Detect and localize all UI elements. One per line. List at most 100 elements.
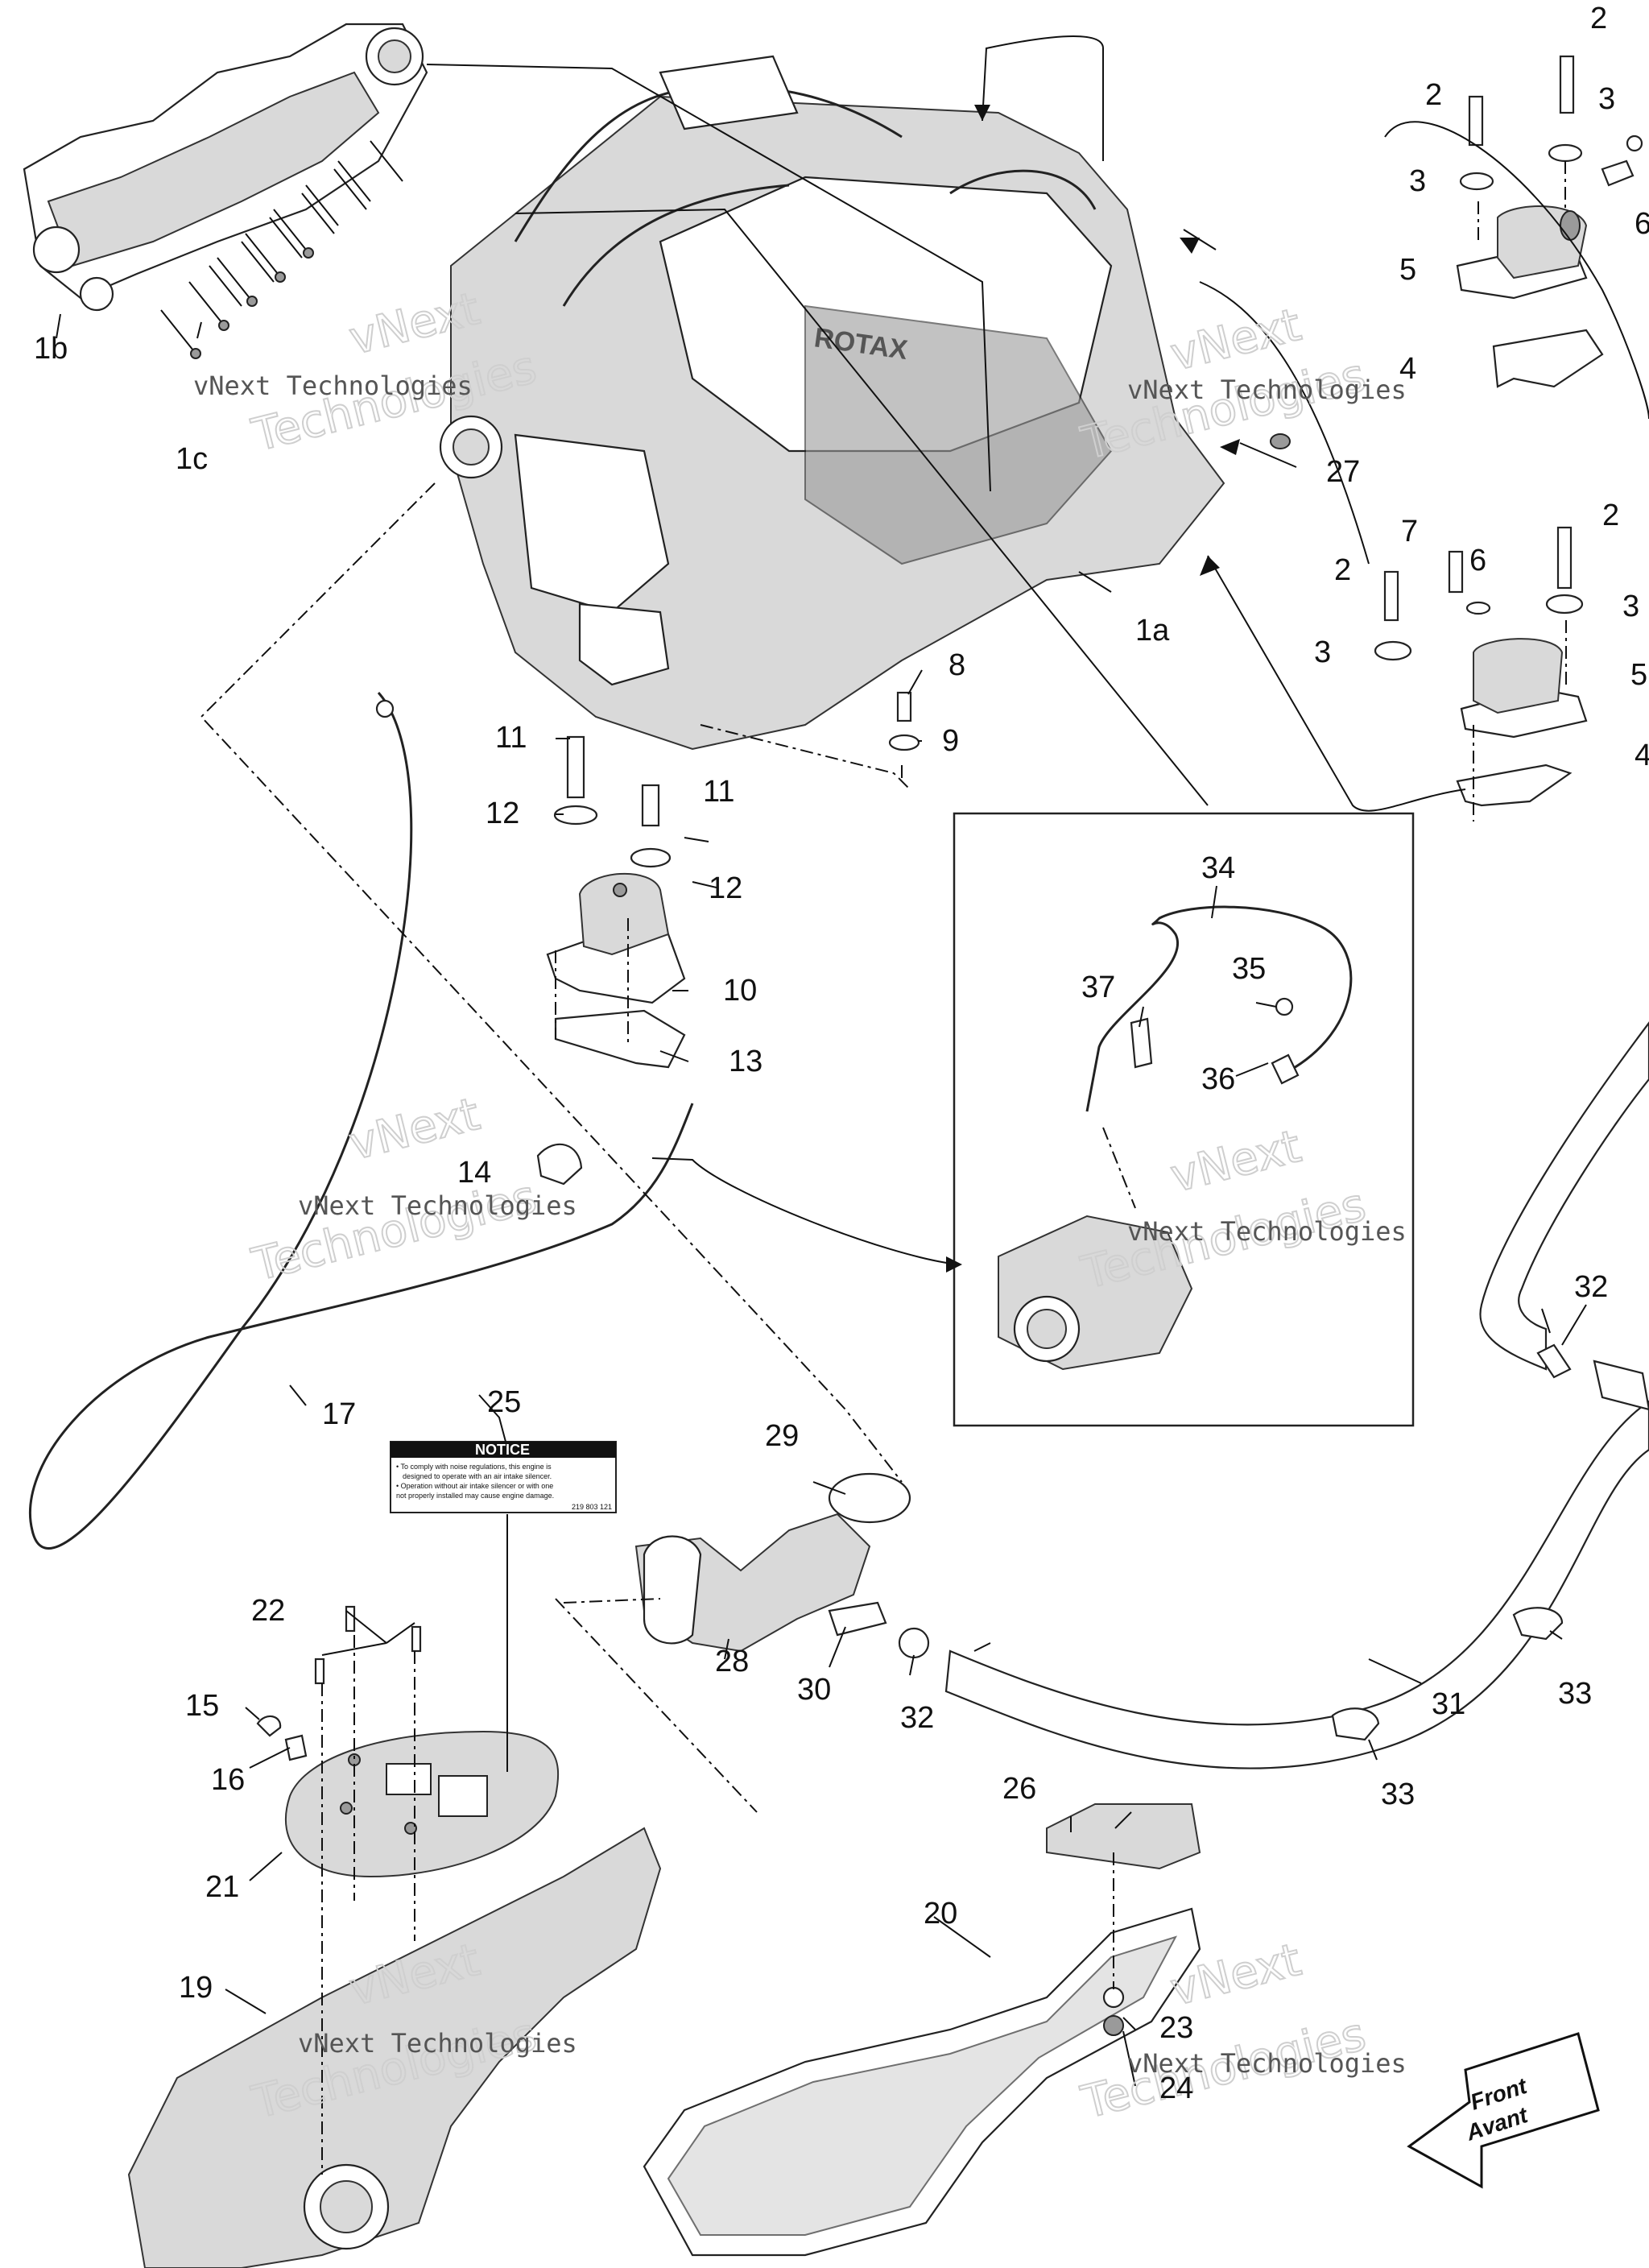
callout-27: 27	[1326, 455, 1360, 489]
leader-lines	[56, 35, 1649, 2087]
drain-hose-31	[944, 1400, 1649, 1769]
engine-mount-upper-right	[1456, 55, 1643, 388]
callout-4-mid: 4	[1635, 739, 1649, 772]
callout-2-upper-left: 2	[1425, 78, 1442, 112]
callout-2-mid-left: 2	[1334, 553, 1351, 587]
connector-32-upper	[1536, 1343, 1572, 1379]
callout-20: 20	[924, 1897, 957, 1931]
watermark-text-mid-left: vNext Technologies	[298, 1190, 577, 1221]
callout-30: 30	[797, 1673, 831, 1707]
callout-25: 25	[487, 1385, 521, 1419]
callout-28: 28	[715, 1645, 749, 1678]
intake-manifold	[23, 23, 428, 312]
cable-clip-14	[536, 1143, 583, 1186]
inset-throttle-body-detail	[953, 812, 1415, 1427]
grommet-23	[1102, 1986, 1125, 2009]
engine-assembly: ROTAX	[439, 55, 1225, 751]
direction-arrows	[946, 105, 1240, 1273]
screw-22-left	[314, 1658, 325, 1685]
callout-21: 21	[205, 1870, 239, 1904]
callout-3-upper-right: 3	[1598, 82, 1615, 116]
screw-22-right	[411, 1625, 422, 1653]
callout-13: 13	[729, 1045, 763, 1078]
notice-part-code: 219 803 121	[572, 1503, 612, 1511]
watermark-text-bottom-left: vNext Technologies	[298, 2028, 577, 2059]
watermark-big-mid-left-2: Technologies	[247, 1170, 542, 1291]
clip-15	[256, 1715, 282, 1737]
callout-5-upper: 5	[1399, 253, 1416, 287]
notice-line-1: • To comply with noise regulations, this…	[396, 1463, 552, 1471]
cover-plate-26	[1046, 1803, 1201, 1870]
callout-12-left: 12	[486, 797, 519, 830]
callout-36: 36	[1201, 1062, 1235, 1096]
callout-16: 16	[211, 1763, 245, 1797]
throttle-cable	[29, 691, 694, 1550]
watermark-text-top-left: vNext Technologies	[193, 370, 473, 401]
callout-1b: 1b	[34, 332, 68, 366]
notice-line-2: designed to operate with an air intake s…	[403, 1472, 552, 1480]
callout-35: 35	[1232, 952, 1266, 986]
callout-4-upper: 4	[1399, 352, 1416, 386]
callout-8: 8	[948, 648, 965, 682]
drain-hose-31-upper	[1479, 1021, 1649, 1371]
callout-19: 19	[179, 1971, 213, 2005]
callout-31: 31	[1432, 1687, 1465, 1721]
manifold-bolts	[160, 140, 403, 359]
watermark-text-mid-right: vNext Technologies	[1127, 1216, 1407, 1247]
callout-9: 9	[942, 724, 959, 758]
callout-1c: 1c	[176, 442, 208, 476]
callout-32-upper: 32	[1574, 1270, 1608, 1304]
callout-33-left: 33	[1381, 1778, 1415, 1811]
callout-7: 7	[1401, 515, 1418, 548]
callout-labels: 1a 1b 1c 2 2 2 2 3 3 3 3 4 4 5 5 6 6 7 8…	[34, 2, 1649, 2105]
callout-26: 26	[1002, 1772, 1036, 1806]
callout-11-right: 11	[703, 775, 734, 809]
notice-title: NOTICE	[475, 1442, 530, 1458]
front-direction-arrow: Front Avant	[1407, 2032, 1600, 2189]
callout-37: 37	[1081, 971, 1115, 1004]
washer-9	[888, 734, 920, 751]
air-intake-hose	[634, 1472, 911, 1653]
grommet-24	[1103, 2015, 1124, 2036]
callout-5-mid: 5	[1630, 658, 1647, 692]
silencer-cover	[285, 1730, 560, 1878]
callout-2-top: 2	[1590, 2, 1607, 35]
callout-14: 14	[457, 1156, 491, 1190]
callout-32-lower: 32	[900, 1701, 934, 1735]
callout-3-upper-left: 3	[1409, 164, 1426, 198]
callout-6-upper: 6	[1635, 207, 1649, 241]
callout-34: 34	[1201, 851, 1235, 885]
callout-24: 24	[1159, 2071, 1193, 2105]
engine-mount-lower-left	[546, 735, 686, 1069]
fitting-30	[828, 1601, 887, 1637]
clip-33-left	[1331, 1707, 1380, 1741]
notice-line-4: not properly installed may cause engine …	[396, 1492, 554, 1500]
callout-3-mid-left: 3	[1314, 635, 1331, 669]
callout-11-left: 11	[495, 721, 527, 755]
callout-10: 10	[723, 974, 757, 1008]
callout-6-mid: 6	[1469, 544, 1486, 577]
grommet-16	[284, 1734, 308, 1761]
callout-12-right: 12	[709, 871, 742, 905]
callout-33-right: 33	[1558, 1677, 1592, 1711]
clip-27	[1270, 433, 1291, 449]
air-silencer-body	[127, 1827, 662, 2268]
watermark-text-top-right: vNext Technologies	[1127, 375, 1407, 405]
silencer-base	[643, 1907, 1201, 2257]
hose-clamp-29	[828, 1472, 911, 1524]
callout-23: 23	[1159, 2011, 1193, 2045]
hose-clamp-32-lower	[898, 1627, 930, 1659]
notice-label: NOTICE • To comply with noise regulation…	[390, 1441, 617, 1513]
bolt-8	[896, 691, 912, 722]
engine-mount-mid-right	[1374, 526, 1588, 807]
callout-15: 15	[185, 1689, 219, 1723]
watermark-text-bottom-right: vNext Technologies	[1127, 2048, 1407, 2079]
screw-22-mid	[345, 1605, 356, 1633]
callout-1a: 1a	[1135, 614, 1170, 648]
fitting-upper-right	[1593, 1360, 1649, 1411]
callout-22: 22	[251, 1594, 285, 1628]
cable-end-fitting	[375, 699, 395, 718]
callout-29: 29	[765, 1419, 799, 1453]
notice-line-3: • Operation without air intake silencer …	[396, 1482, 553, 1490]
